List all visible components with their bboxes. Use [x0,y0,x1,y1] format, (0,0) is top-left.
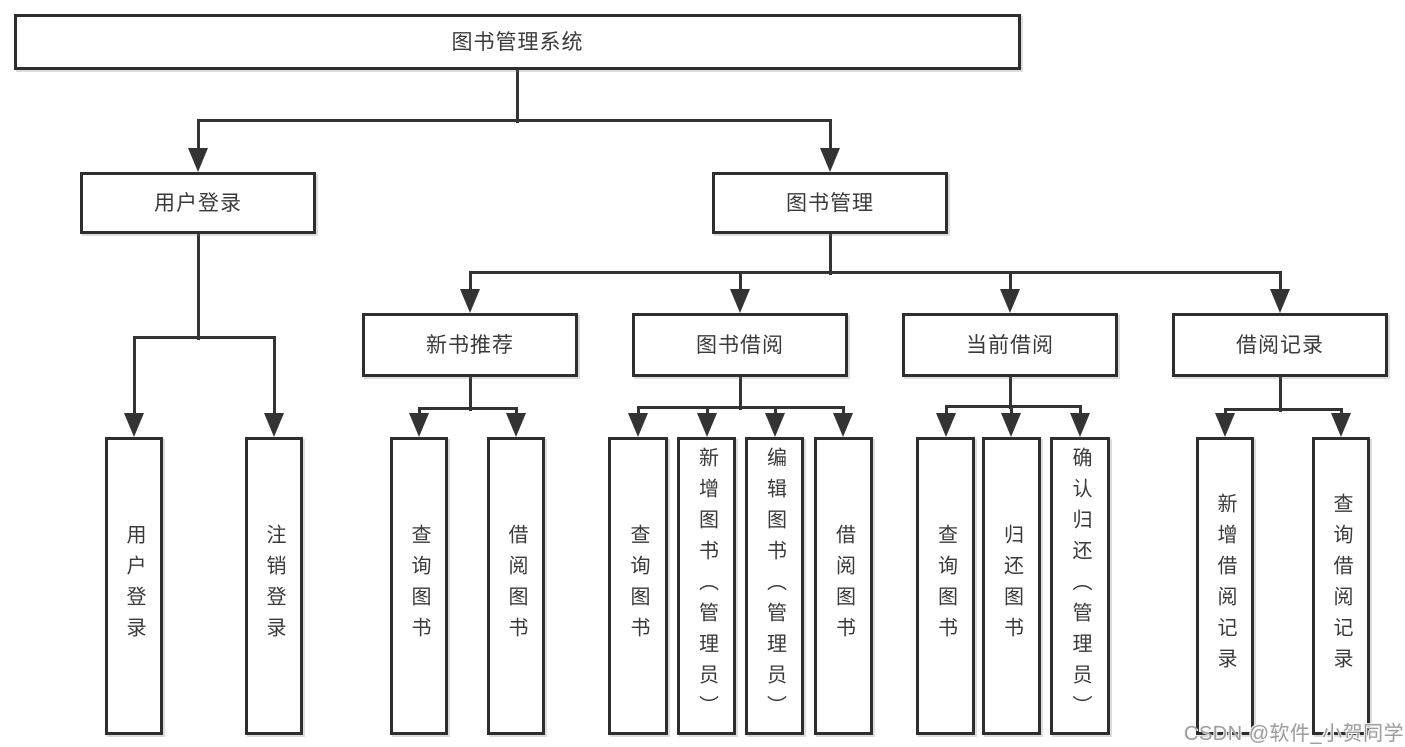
node-label-nb-query: 查询图书 [408,524,430,648]
arrow-down-icon [730,289,750,313]
node-root: 图书管理系统 [14,14,1021,70]
node-br-query: 查询借阅记录 [1312,437,1370,735]
arrow-down-icon [833,413,853,437]
connector-line [739,377,742,410]
node-label-cb-confirm: 确认归还（管理员） [1069,446,1091,726]
node-label-br-query: 查询借阅记录 [1330,493,1352,679]
node-label-book-borrow: 图书借阅 [696,333,784,357]
connector-line [1009,377,1012,409]
node-new-book-rec: 新书推荐 [362,313,578,377]
connector-line [829,234,832,275]
node-label-cb-query: 查询图书 [934,524,957,648]
arrow-down-icon [460,289,480,313]
arrow-shaft-line [469,272,472,295]
connector-line [637,406,845,409]
arrow-down-icon [765,413,785,437]
node-label-logout: 注销登录 [263,524,285,648]
connector-line [197,119,832,122]
node-label-nb-borrow: 借阅图书 [505,524,527,648]
arrow-down-icon [1000,289,1020,313]
connector-line [469,271,1282,274]
arrow-down-icon [1331,413,1351,437]
arrow-down-icon [409,413,429,437]
node-label-bb-borrow: 借阅图书 [832,524,855,648]
connector-line [1224,408,1343,411]
node-bb-query: 查询图书 [608,437,668,735]
arrow-down-icon [188,148,208,172]
arrow-down-icon [1215,413,1235,437]
arrow-shaft-line [739,272,742,295]
node-user-login-leaf: 用户登录 [105,437,163,735]
arrow-shaft-line [1279,272,1282,295]
node-bb-edit: 编辑图书（管理员） [745,437,804,735]
node-label-current-borrow: 当前借阅 [966,333,1054,357]
node-logout: 注销登录 [245,437,303,735]
node-book-borrow: 图书借阅 [632,313,848,377]
arrow-down-icon [820,148,840,172]
node-label-root: 图书管理系统 [451,30,584,54]
node-book-mgmt: 图书管理 [712,172,948,234]
arrow-down-icon [1070,413,1090,437]
node-label-borrow-records: 借阅记录 [1236,333,1324,357]
connector-line [133,336,276,339]
arrow-shaft-line [945,406,948,419]
arrow-down-icon [264,413,284,437]
arrow-down-icon [1270,289,1290,313]
node-br-add: 新增借阅记录 [1196,437,1254,735]
arrow-down-icon [506,413,526,437]
arrow-shaft-line [197,120,200,154]
arrow-down-icon [1001,413,1021,437]
node-bb-add: 新增图书（管理员） [677,437,736,735]
node-label-bb-edit: 编辑图书（管理员） [763,446,786,726]
connector-line [469,377,472,411]
arrow-shaft-line [1010,406,1013,419]
node-current-borrow: 当前借阅 [902,313,1118,377]
node-cb-return: 归还图书 [982,437,1041,735]
arrow-shaft-line [1079,406,1082,419]
node-bb-borrow: 借阅图书 [814,437,873,735]
arrow-shaft-line [829,120,832,154]
node-label-user-login: 用户登录 [154,191,242,215]
arrow-down-icon [628,413,648,437]
arrow-down-icon [936,413,956,437]
node-cb-confirm: 确认归还（管理员） [1050,437,1110,735]
node-borrow-records: 借阅记录 [1172,313,1388,377]
node-label-book-mgmt: 图书管理 [786,191,874,215]
arrow-down-icon [697,413,717,437]
arrow-shaft-line [133,337,136,419]
connector-line [418,407,518,410]
node-label-bb-add: 新增图书（管理员） [695,446,718,726]
node-nb-borrow: 借阅图书 [487,437,545,735]
node-label-user-login-leaf: 用户登录 [123,524,145,648]
connector-line [197,234,200,340]
connector-line [1279,377,1282,412]
arrow-down-icon [124,413,144,437]
arrow-shaft-line [273,337,276,419]
node-user-login: 用户登录 [80,172,316,234]
node-cb-query: 查询图书 [916,437,975,735]
csdn-watermark: CSDN @软件_小贺同学 [1184,723,1405,745]
node-nb-query: 查询图书 [390,437,448,735]
node-label-br-add: 新增借阅记录 [1214,493,1236,679]
connector-line [516,70,519,123]
node-label-new-book-rec: 新书推荐 [426,333,514,357]
connector-line [945,405,1082,408]
node-label-cb-return: 归还图书 [1000,524,1023,648]
arrow-shaft-line [1009,272,1012,295]
node-label-bb-query: 查询图书 [627,524,649,648]
